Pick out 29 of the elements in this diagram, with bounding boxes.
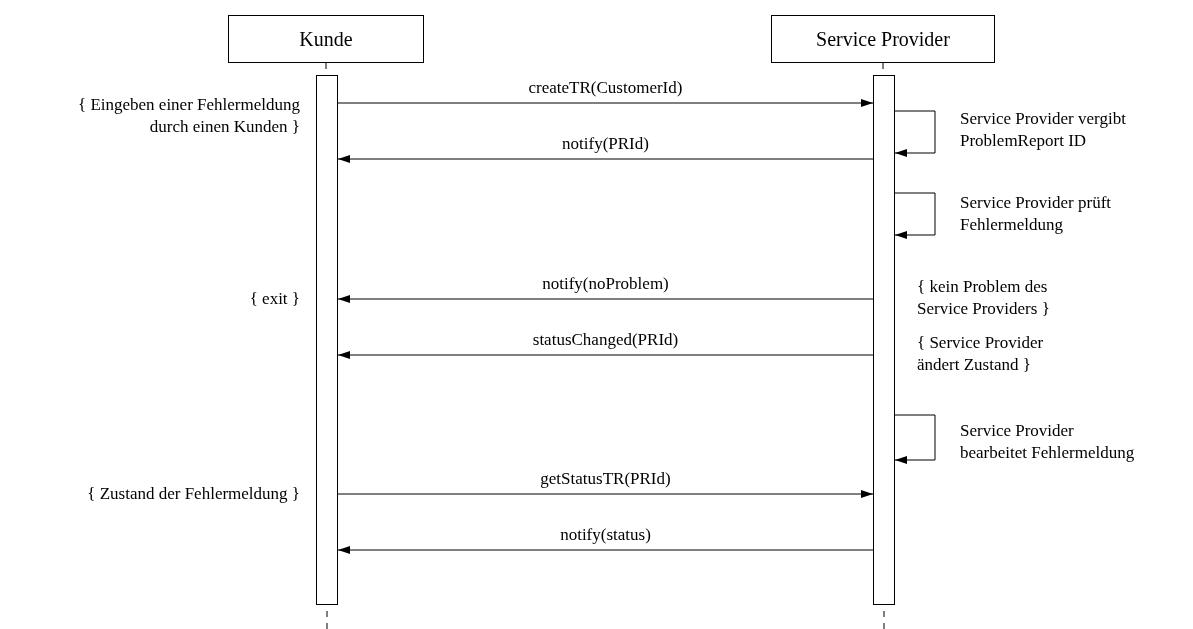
- lifeline-dashed-line: [326, 610, 328, 629]
- note-text: { kein Problem des Service Providers }: [917, 276, 1051, 320]
- message-arrow: [337, 490, 874, 498]
- self-message-arrow: [894, 110, 936, 157]
- edge-label: notify(status): [558, 525, 653, 545]
- note-text: { Service Provider ändert Zustand }: [917, 332, 1045, 376]
- note-text: Service Provider prüft Fehlermeldung: [960, 192, 1113, 236]
- edge-label: notify(PRId): [560, 134, 651, 154]
- message-arrow: [337, 155, 874, 163]
- activation-bar: [873, 75, 895, 605]
- edge-label: notify(noProblem): [540, 274, 671, 294]
- note-text: Service Provider bearbeitet Fehlermeldung: [960, 420, 1136, 464]
- lifeline-header-box: Service Provider: [771, 15, 995, 63]
- note-text: { exit }: [248, 288, 300, 310]
- lifeline-header-box: Kunde: [228, 15, 424, 63]
- message-arrow: [337, 295, 874, 303]
- lifeline-dashed-line: [883, 610, 885, 629]
- edge-label: getStatusTR(PRId): [538, 469, 673, 489]
- self-message-arrow: [894, 192, 936, 239]
- activation-bar: [316, 75, 338, 605]
- note-text: { Eingeben einer Fehlermeldung durch einen Kunden }: [77, 94, 300, 138]
- note-text: { Zustand der Fehlermeldung }: [86, 483, 300, 505]
- self-message-arrow: [894, 414, 936, 464]
- note-text: Service Provider vergibt ProblemReport ID: [960, 108, 1127, 152]
- edge-label: createTR(CustomerId): [526, 78, 685, 98]
- edge-label: statusChanged(PRId): [530, 330, 681, 350]
- message-arrow: [337, 351, 874, 359]
- message-arrow: [337, 546, 874, 554]
- message-arrow: [337, 99, 874, 107]
